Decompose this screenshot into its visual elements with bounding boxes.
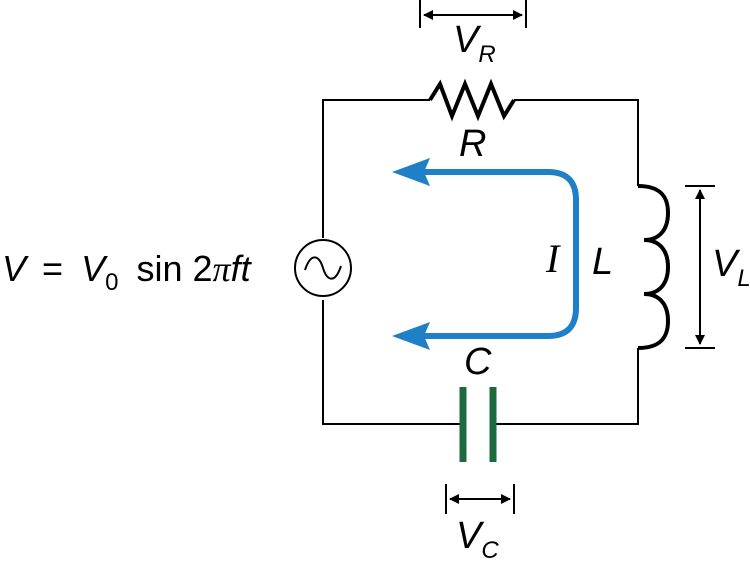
ac-source-icon [294,239,352,297]
source-equation: V = V0 sin 2πft [2,248,253,298]
vc-dimension-arrow [445,484,515,514]
resistor-label: R [459,123,486,165]
current-arrow [392,158,579,350]
vr-dimension-arrow [419,0,527,28]
resistor-voltage-label: VR [453,19,496,68]
current-label: I [545,236,561,281]
resistor-zigzag-icon [428,78,516,122]
capacitor-plates-icon [459,387,497,462]
vl-dimension-arrow [685,185,715,349]
inductor-label: L [592,241,613,283]
current-arrowhead-top [392,158,430,186]
current-arrowhead-bottom [392,322,430,350]
capacitor-label: C [464,341,492,383]
inductor-voltage-label: VL [712,243,750,292]
circuit-wires [322,99,639,425]
capacitor-voltage-label: VC [456,515,499,564]
inductor-coil-icon [637,184,671,350]
